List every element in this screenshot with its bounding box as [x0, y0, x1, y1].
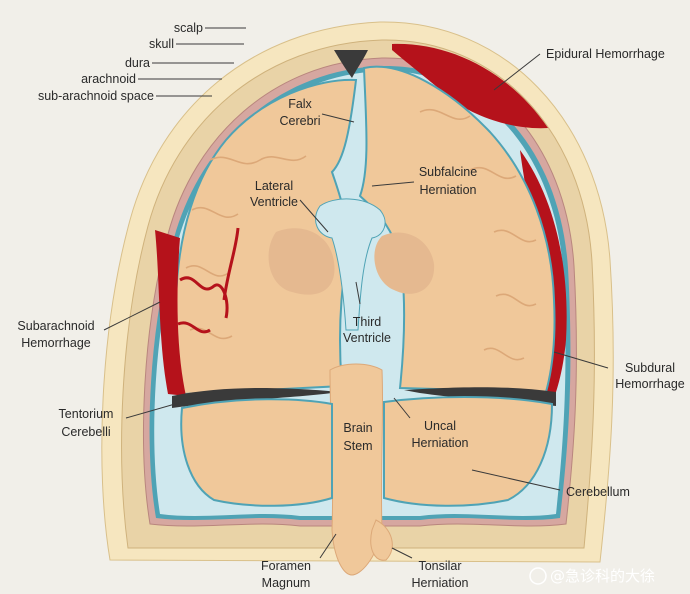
label-foramen-2: Magnum	[262, 576, 311, 590]
label-third-1: Third	[353, 315, 382, 329]
label-tonsilar-2: Herniation	[412, 576, 469, 590]
label-uncal-1: Uncal	[424, 419, 456, 433]
label-subarachnoid-hem-2: Hemorrhage	[21, 336, 91, 350]
right-hemisphere	[358, 65, 556, 394]
leader-lines	[103, 27, 609, 559]
label-falx-1: Falx	[288, 97, 312, 111]
left-basal-nuclei	[268, 228, 335, 295]
epidural-hemorrhage	[392, 43, 548, 129]
label-falx-2: Cerebri	[280, 114, 321, 128]
label-subfalcine-2: Herniation	[420, 183, 477, 197]
label-uncal-2: Herniation	[412, 436, 469, 450]
label-tonsilar-1: Tonsilar	[418, 559, 461, 573]
weibo-icon	[529, 567, 547, 585]
tonsilar-herniation-shape	[370, 519, 393, 561]
label-subarachnoid-hem-1: Subarachnoid	[17, 319, 94, 333]
label-epidural: Epidural Hemorrhage	[546, 47, 665, 61]
label-subdural-2: Hemorrhage	[615, 377, 685, 391]
label-brainstem-2: Stem	[343, 439, 372, 453]
label-tentorium-2: Cerebelli	[61, 425, 110, 439]
label-third-2: Ventricle	[343, 331, 391, 345]
label-foramen-1: Foramen	[261, 559, 311, 573]
watermark: @急诊科的大徐	[529, 567, 655, 585]
label-subarachnoid-space: sub-arachnoid space	[38, 89, 154, 103]
label-subfalcine-1: Subfalcine	[419, 165, 477, 179]
falx-cerebri	[334, 50, 368, 78]
label-tentorium-1: Tentorium	[59, 407, 114, 421]
label-skull: skull	[149, 37, 174, 51]
label-cerebellum: Cerebellum	[566, 485, 630, 499]
label-lateral-2: Ventricle	[250, 195, 298, 209]
label-arachnoid: arachnoid	[81, 72, 136, 86]
label-scalp: scalp	[174, 21, 203, 35]
label-subdural-1: Subdural	[625, 361, 675, 375]
label-dura: dura	[125, 56, 150, 70]
subarachnoid-hemorrhage	[155, 227, 240, 396]
label-lateral-1: Lateral	[255, 179, 293, 193]
watermark-text: @急诊科的大徐	[550, 567, 655, 585]
ventricles	[315, 198, 386, 331]
right-basal-nuclei	[374, 232, 435, 294]
labels: scalp skull dura arachnoid sub-arachnoid…	[17, 21, 684, 590]
cerebellum	[180, 398, 333, 507]
label-brainstem-1: Brain	[343, 421, 372, 435]
